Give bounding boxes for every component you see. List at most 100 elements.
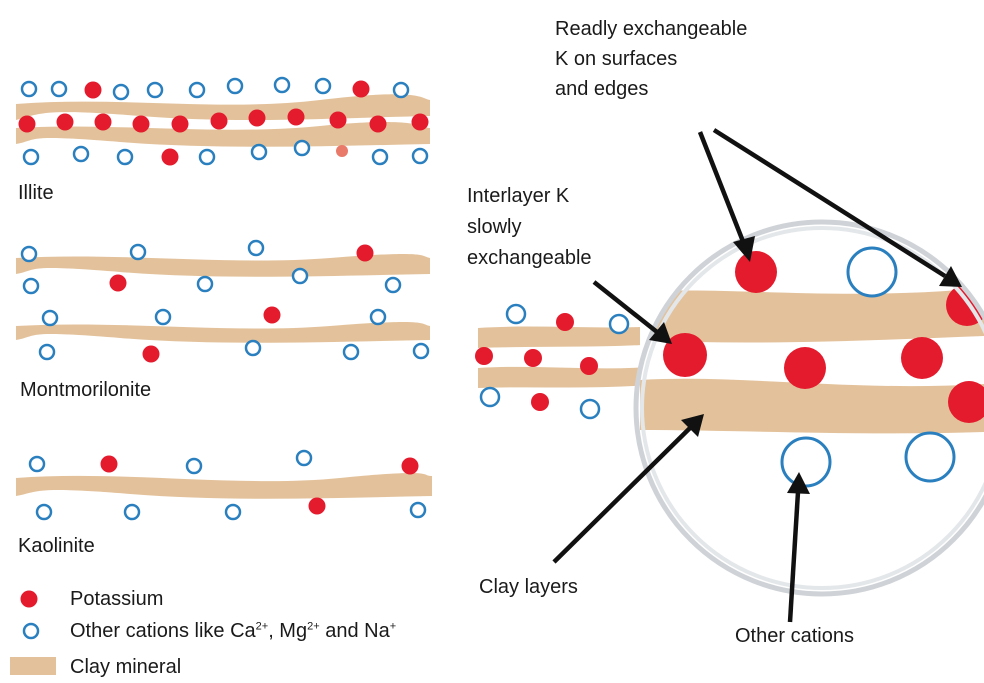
other-cation	[412, 342, 430, 360]
other-cation	[35, 503, 53, 521]
potassium-ion	[171, 115, 189, 133]
potassium-ion	[663, 333, 707, 377]
potassium-ion	[287, 108, 305, 126]
other-cation	[20, 80, 38, 98]
potassium-ion	[580, 357, 598, 375]
other-cation	[247, 239, 265, 257]
potassium-ion	[84, 81, 102, 99]
other-cation	[384, 276, 402, 294]
other-cation	[291, 267, 309, 285]
callout-interlayer-line-2: slowly	[467, 216, 522, 238]
label-montmorillonite: Montmorilonite	[20, 379, 152, 401]
potassium-ion	[132, 115, 150, 133]
other-cation	[479, 386, 501, 408]
potassium-ion	[784, 347, 826, 389]
other-cation	[38, 343, 56, 361]
other-cation	[224, 503, 242, 521]
other-cation	[185, 457, 203, 475]
callout-arrows	[552, 128, 962, 623]
other-cation	[226, 77, 244, 95]
potassium-ion	[109, 274, 127, 292]
potassium-ion	[161, 148, 179, 166]
callout-other-cations: Other cations	[735, 625, 854, 647]
kaolinite-clay-layer	[16, 472, 432, 499]
other-cation	[50, 80, 68, 98]
other-cation	[129, 243, 147, 261]
callout-readily-exchangeable: Readly exchangeable K on surfaces and ed…	[555, 14, 747, 104]
potassium-ion	[411, 113, 429, 131]
other-cation	[22, 148, 40, 166]
other-cation	[250, 143, 268, 161]
potassium-ion	[556, 313, 574, 331]
other-cation	[41, 309, 59, 327]
label-illite: Illite	[18, 182, 54, 204]
potassium-ion	[531, 393, 549, 411]
legend-potassium-label: Potassium	[70, 588, 164, 610]
legend-na-charge: +	[389, 620, 397, 633]
other-cation	[409, 501, 427, 519]
montmorillonite-clay-layer-bottom	[16, 321, 430, 343]
lens-ring-inner	[640, 226, 984, 590]
arrow-head	[787, 472, 810, 494]
other-cation	[22, 277, 40, 295]
legend-ca-charge: 2+	[255, 620, 269, 633]
arrow-readily-to-k-edge	[712, 128, 947, 278]
other-cation	[846, 246, 898, 298]
potassium-ion	[94, 113, 112, 131]
potassium-ion	[329, 111, 347, 129]
potassium-ion	[401, 457, 419, 475]
illite-bottom-cations	[22, 139, 429, 166]
legend-row-other-cations: Other cations like Ca2+, Mg2+ and Na+	[0, 617, 984, 647]
other-cation	[72, 145, 90, 163]
other-cation	[608, 313, 630, 335]
lens-ring-outer	[633, 219, 984, 597]
other-cation	[196, 275, 214, 293]
montmorillonite-structure	[16, 239, 430, 363]
callout-readily-line-2: K on surfaces	[555, 48, 678, 70]
callout-interlayer-line-1: Interlayer K	[467, 185, 570, 207]
potassium-ion	[142, 345, 160, 363]
potassium-ion	[735, 251, 777, 293]
legend-swatches	[10, 590, 56, 675]
legend-row-potassium: Potassium	[0, 585, 984, 615]
other-cation	[123, 503, 141, 521]
other-cation	[392, 81, 410, 99]
other-cation	[579, 398, 601, 420]
other-cation	[20, 245, 38, 263]
other-cation	[411, 147, 429, 165]
arrow-other-cations	[787, 491, 801, 623]
other-cation	[188, 81, 206, 99]
other-cation	[371, 148, 389, 166]
lens-clay-layer-bottom	[640, 378, 984, 434]
illite-clay-layer-bottom	[16, 122, 430, 147]
other-cation	[28, 455, 46, 473]
legend-oc-prefix: Other cations like Ca	[70, 620, 256, 642]
potassium-ion	[336, 145, 348, 157]
legend-mg-charge: 2+	[307, 620, 320, 633]
potassium-ion	[248, 109, 266, 127]
potassium-ion	[263, 306, 281, 324]
kaolinite-structure	[16, 449, 432, 521]
arrow-head	[681, 414, 704, 437]
other-cation	[369, 308, 387, 326]
legend-row-clay-mineral: Clay mineral	[0, 653, 984, 683]
legend-clay-mineral-label: Clay mineral	[70, 656, 182, 678]
other-cation	[780, 436, 832, 488]
other-cation	[314, 77, 332, 95]
small-clay-layer-bottom	[478, 366, 640, 388]
other-cation	[295, 449, 313, 467]
callout-readily-line-3: and edges	[555, 78, 649, 100]
illite-interlayer-potassium	[18, 108, 429, 133]
arrow-head	[939, 266, 962, 287]
other-cation	[154, 308, 172, 326]
other-cation	[198, 148, 216, 166]
potassium-ion	[524, 349, 542, 367]
legend-other-cations-label: Other cations like Ca2+, Mg2+ and Na+	[70, 617, 396, 645]
arrow-head	[733, 236, 755, 262]
legend-potassium-swatch	[20, 590, 38, 608]
other-cation	[116, 148, 134, 166]
legend-oc-na: and Na	[319, 620, 390, 642]
potassium-ion	[369, 115, 387, 133]
legend-clay-swatch	[10, 657, 56, 675]
legend-oc-mg: , Mg	[268, 620, 308, 642]
